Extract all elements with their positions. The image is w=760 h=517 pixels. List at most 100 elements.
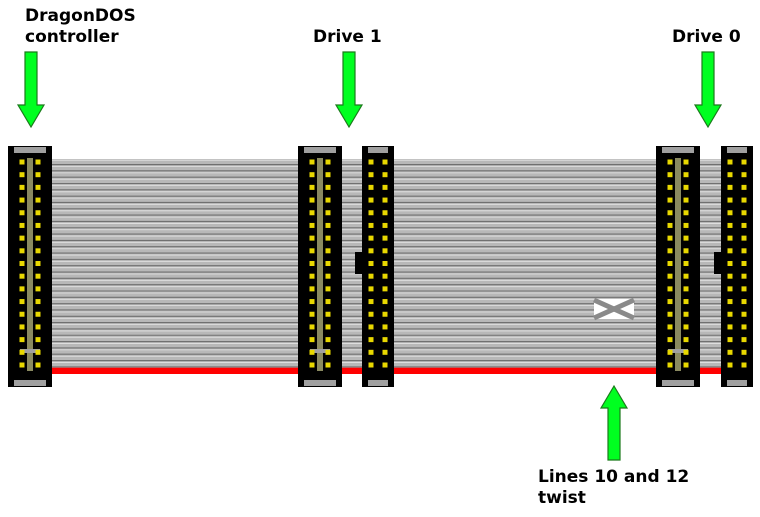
controller-label-line1: DragonDOS: [25, 6, 136, 26]
connector-pin: [382, 261, 388, 266]
up-arrow-icon: [599, 384, 629, 461]
connector-strain-bar: [27, 158, 33, 371]
connector-pin: [382, 362, 388, 368]
connector-pin: [683, 184, 689, 190]
controller-label: DragonDOS controller: [25, 6, 136, 48]
connector-pin: [382, 349, 388, 355]
connector-strain-clip: [20, 349, 40, 353]
connector-pin: [727, 311, 733, 317]
connector-pin: [35, 286, 41, 292]
connector-pin: [368, 248, 374, 254]
connector-pin: [667, 235, 673, 241]
connector-pin: [325, 184, 331, 190]
connector-pin: [382, 286, 388, 292]
connector-pin: [727, 248, 733, 254]
connector-pin: [35, 210, 41, 216]
down-arrow-icon: [16, 51, 46, 129]
connector-pin: [727, 362, 733, 368]
connector-pin: [325, 324, 331, 330]
connector-pin: [35, 172, 41, 178]
connector-pin: [683, 273, 689, 279]
connector-pin: [382, 248, 388, 254]
connector-pin: [727, 286, 733, 292]
connector-pin: [35, 235, 41, 241]
drive0-connector: [656, 146, 700, 387]
twist-label-line2: twist: [538, 488, 586, 508]
connector-pin: [35, 273, 41, 279]
connectors: [8, 146, 753, 387]
connector-pin: [382, 184, 388, 190]
drive1-edge-connector: [355, 146, 394, 387]
connector-pin: [741, 349, 747, 355]
connector-pin: [325, 311, 331, 317]
twist-cross-wire-b: [592, 297, 636, 321]
connector-pin: [325, 349, 331, 355]
connector-pin: [19, 261, 25, 266]
connector-pin: [667, 210, 673, 216]
connector-pin: [741, 362, 747, 368]
connector-pin: [368, 286, 374, 292]
connector-pin: [667, 184, 673, 190]
connector-pin: [667, 349, 673, 355]
connector-pin: [382, 159, 388, 165]
connector-pin: [727, 349, 733, 355]
connector-pin: [35, 261, 41, 266]
connector-pin: [382, 324, 388, 330]
connector-pin: [19, 324, 25, 330]
connector-pin: [35, 299, 41, 305]
connector-pin: [19, 172, 25, 178]
connector-pin: [368, 261, 374, 266]
connector-pin: [727, 261, 733, 266]
connector-pin: [19, 299, 25, 305]
connector-pin: [368, 159, 374, 165]
connector-pin: [325, 235, 331, 241]
connector-pin: [368, 273, 374, 279]
connector-pin: [325, 222, 331, 228]
drive0-label: Drive 0: [672, 27, 741, 47]
connector-pin: [727, 235, 733, 241]
connector-pin: [325, 172, 331, 178]
connector-pin: [368, 299, 374, 305]
connector-pin: [667, 159, 673, 165]
connector-cap-top: [662, 147, 694, 153]
connector-pin: [309, 159, 315, 165]
connector-pin: [35, 197, 41, 203]
connector-pin: [325, 337, 331, 343]
connector-pin: [309, 248, 315, 254]
connector-pin: [741, 337, 747, 343]
connector-pin: [667, 273, 673, 279]
connector-pin: [19, 235, 25, 241]
down-arrow-icon: [693, 51, 723, 129]
connector-pin: [727, 197, 733, 203]
connector-pin: [309, 197, 315, 203]
connector-pin: [368, 172, 374, 178]
connector-pin: [309, 286, 315, 292]
connector-pin: [19, 197, 25, 203]
connector-pin: [35, 248, 41, 254]
controller-connector: [8, 146, 52, 387]
connector-cap-top: [14, 147, 46, 153]
connector-pin: [382, 311, 388, 317]
connector-cap-bottom: [727, 380, 747, 386]
connector-pin: [683, 222, 689, 228]
connector-pin: [309, 299, 315, 305]
connector-pin: [19, 362, 25, 368]
connector-pin: [382, 172, 388, 178]
connector-pin: [368, 311, 374, 317]
connector-body: [362, 146, 394, 387]
connector-pin: [325, 299, 331, 305]
connector-pin: [19, 210, 25, 216]
connector-pin: [35, 184, 41, 190]
connector-pin: [727, 210, 733, 216]
connector-pin: [19, 337, 25, 343]
connector-pin: [309, 184, 315, 190]
connector-pin: [741, 184, 747, 190]
connector-pin: [741, 248, 747, 254]
connector-pin: [382, 273, 388, 279]
connector-cap-bottom: [304, 380, 336, 386]
connector-pin: [325, 286, 331, 292]
connector-pin: [382, 222, 388, 228]
connector-pin: [741, 261, 747, 266]
connector-cap-top: [368, 147, 388, 153]
